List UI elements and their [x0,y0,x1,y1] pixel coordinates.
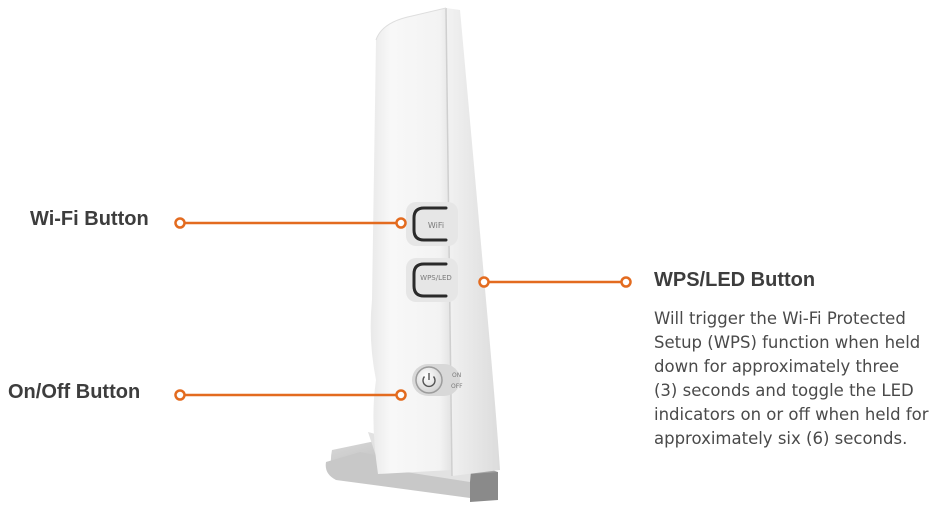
wps-led-button-label: WPS/LED [420,274,452,282]
description-line: approximately six (6) seconds. [654,429,908,448]
wifi-callout-leader [174,217,407,229]
description-line: indicators on or off when held for [654,405,929,424]
wps-callout-leader [478,276,632,288]
description-line: (3) seconds and toggle the LED [654,381,914,400]
power-switch-on-label: ON [452,372,461,379]
description-line: Will trigger the Wi-Fi Protected [654,309,906,328]
wps-led-button-description: Will trigger the Wi-Fi Protected Setup (… [654,307,929,451]
description-line: down for approximately three [654,357,900,376]
wps-led-button-callout-title: WPS/LED Button [654,269,816,291]
onoff-callout-leader [174,389,407,401]
description-line: Setup (WPS) function when held [654,333,921,352]
wps-led-button[interactable]: WPS/LED [406,258,458,302]
wifi-button[interactable]: WiFi [406,202,458,246]
power-switch-off-label: OFF [451,383,463,390]
wifi-button-callout-title: Wi-Fi Button [30,208,149,230]
onoff-button-callout-title: On/Off Button [8,381,141,403]
wifi-button-label: WiFi [428,221,444,230]
power-switch[interactable]: ON OFF [412,364,463,396]
power-icon [422,373,436,388]
